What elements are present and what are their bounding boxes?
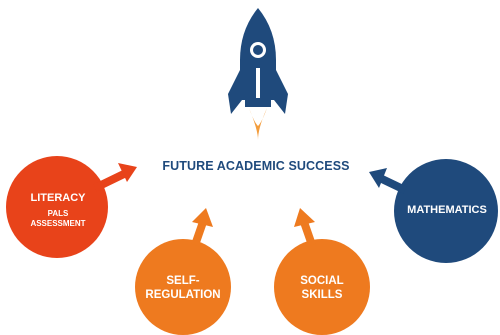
social-skills-arrow-shaft <box>300 220 316 247</box>
mathematics-label: MATHEMATICS <box>407 204 487 216</box>
literacy-arrow-head <box>118 163 137 182</box>
literacy-label: LITERACY <box>30 192 86 204</box>
self-regulation-label-line1: SELF- <box>166 275 200 287</box>
self-regulation-arrow-head <box>192 208 213 227</box>
literacy-sublabel-line1: PALS <box>47 209 69 218</box>
rocket-icon <box>228 8 288 140</box>
rocket-window-inner <box>253 45 263 55</box>
social-skills-label-line1: SOCIAL <box>300 275 344 287</box>
self-regulation-circle <box>135 239 231 335</box>
literacy-arrow-shaft <box>93 168 130 192</box>
self-regulation-arrow-shaft <box>191 220 207 247</box>
social-skills-arrow-head <box>294 208 315 227</box>
mathematics-arrow-shaft <box>380 175 407 194</box>
rocket-nozzle <box>245 100 271 107</box>
self-regulation-label-line2: REGULATION <box>145 289 221 302</box>
rocket-flame <box>249 108 267 140</box>
social-skills-node <box>274 208 370 335</box>
self-regulation-label: SELF- REGULATION <box>130 274 236 303</box>
social-skills-circle <box>274 239 370 335</box>
self-regulation-node <box>135 208 231 335</box>
literacy-sublabel-line2: ASSESSMENT <box>30 219 86 229</box>
mathematics-circle <box>394 159 498 263</box>
mathematics-node <box>369 159 498 263</box>
social-skills-label-line2: SKILLS <box>301 289 343 302</box>
center-title: FUTURE ACADEMIC SUCCESS <box>162 159 350 173</box>
social-skills-label: SOCIAL SKILLS <box>269 274 375 303</box>
literacy-circle <box>6 156 108 258</box>
rocket-left-fin <box>228 70 242 114</box>
literacy-node <box>6 156 137 258</box>
mathematics-arrow-head <box>369 168 387 188</box>
literacy-sublabel: PALS ASSESSMENT <box>8 209 108 230</box>
rocket-right-fin <box>274 70 288 114</box>
rocket-stripe <box>256 68 260 98</box>
